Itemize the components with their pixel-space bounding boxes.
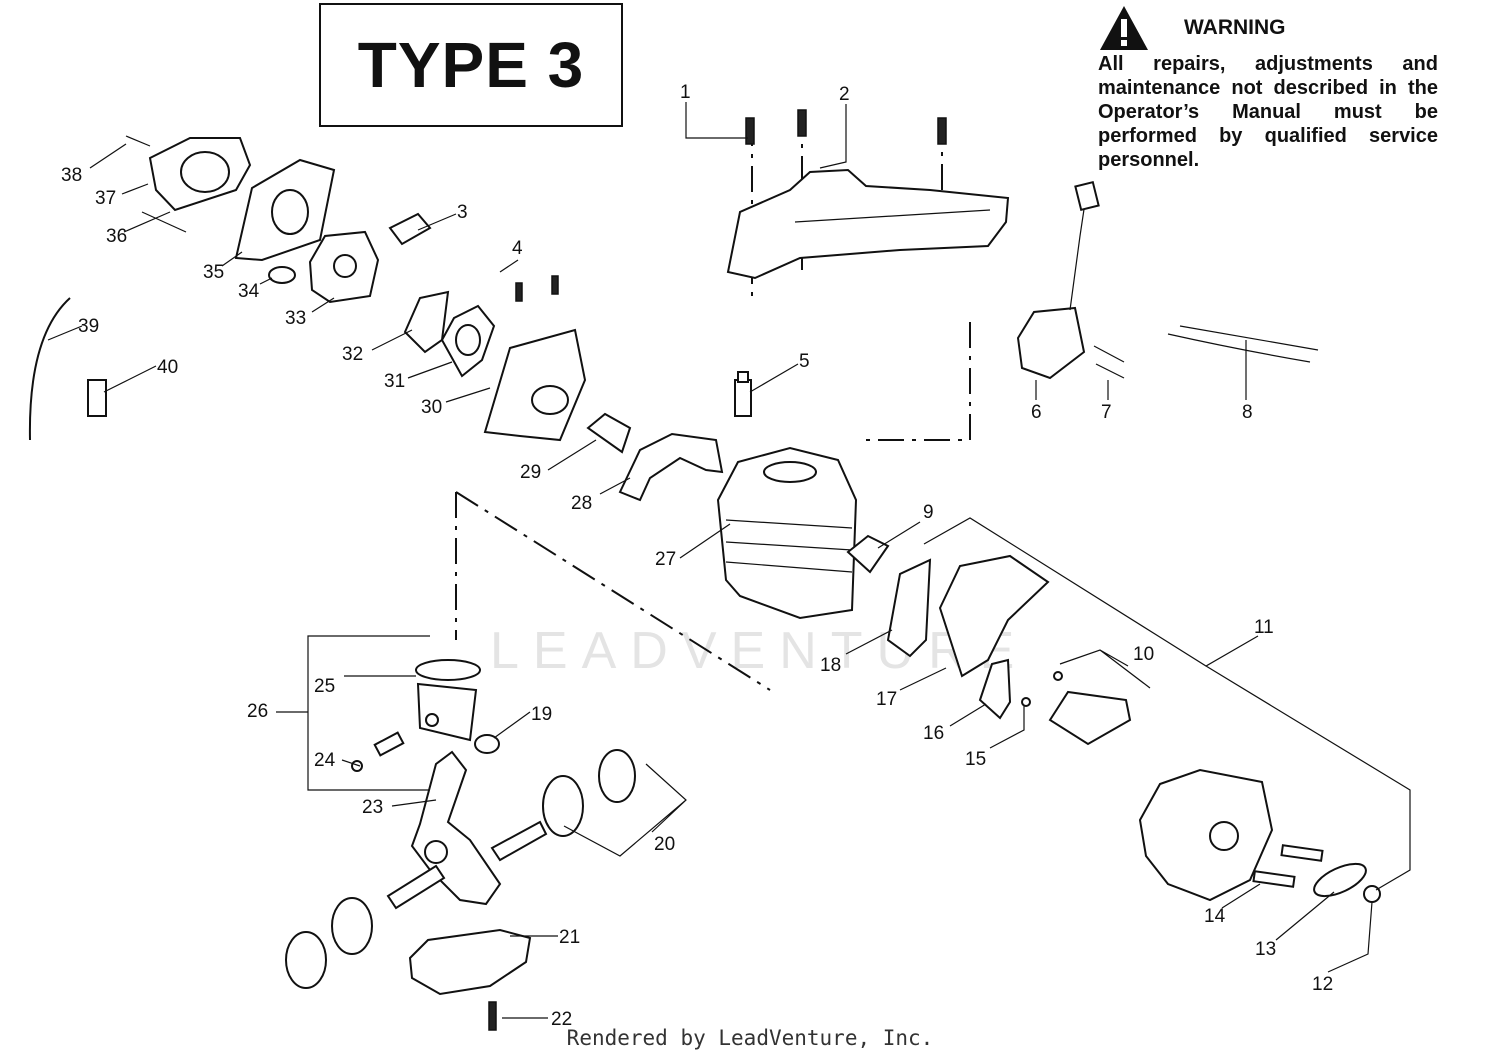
callout-16: 16 [923,723,944,744]
callout-11: 11 [1254,617,1274,638]
fuel-filter [87,379,107,417]
bolt-14 [1252,870,1296,888]
fuel-line [28,297,71,441]
screw-22 [488,1001,497,1031]
callout-26: 26 [247,701,268,722]
callout-7: 7 [1101,402,1112,423]
air-filter-cover [148,137,252,212]
callout-28: 28 [571,493,592,514]
callout-37: 37 [95,188,116,209]
warning-header: WARNING [1098,4,1438,52]
part-10 [1048,690,1132,746]
part-28 [618,432,724,502]
callout-21: 21 [559,927,580,948]
piston-pin [373,731,405,757]
callout-17: 17 [876,689,897,710]
plate-13 [1313,862,1367,898]
bearing-lower-a [331,897,373,955]
callout-34: 34 [238,281,260,302]
muffler [1138,768,1274,902]
callout-19: 19 [531,704,552,725]
callout-31: 31 [384,371,405,392]
callout-12: 12 [1312,974,1333,995]
carb-part-3 [388,212,432,246]
wire-8 [1167,333,1311,363]
callout-15: 15 [965,749,986,770]
intake-29 [586,412,632,454]
callout-39: 39 [78,316,99,337]
warning-notice: WARNING All repairs, adjustments and mai… [1098,4,1438,172]
piston [415,659,481,742]
carb-part-34 [268,266,296,284]
callout-22: 22 [551,1009,572,1030]
cylinder [716,446,858,620]
air-filter [234,158,336,262]
ignition-module [1016,180,1100,380]
callout-9: 9 [923,502,934,523]
gasket-32 [403,290,450,354]
type-label-box: TYPE 3 [319,3,623,127]
part-9 [846,534,890,574]
callout-3: 3 [457,202,468,223]
crankshaft [386,750,548,910]
callout-36: 36 [106,226,127,247]
footer-credit: Rendered by LeadVenture, Inc. [566,1026,934,1050]
callout-32: 32 [342,344,363,365]
carb-mount [483,328,587,442]
callout-18: 18 [820,655,841,676]
crankcase [408,928,532,996]
top-cover [726,168,1010,280]
bearing-20b [598,749,636,803]
bearing-20a [542,775,584,837]
callout-27: 27 [655,549,676,570]
part-16 [978,658,1012,720]
carburetor [308,230,380,304]
leader-lines [47,102,1411,1019]
spark-plug [734,371,752,417]
callout-20: 20 [654,834,675,855]
bearing-lower-b [285,931,327,989]
callout-35: 35 [203,262,224,283]
callout-13: 13 [1255,939,1276,960]
callout-4: 4 [512,238,523,259]
callout-25: 25 [314,676,335,697]
callout-numbers: 1 2 3 4 5 6 7 8 9 10 11 12 13 14 15 16 1… [61,82,1333,1030]
callout-8: 8 [1242,402,1253,423]
callout-10: 10 [1133,644,1154,665]
callout-2: 2 [839,84,850,105]
callout-5: 5 [799,351,810,372]
heat-shield [938,554,1050,678]
callout-40: 40 [157,357,178,378]
bearing-19 [474,734,500,754]
type-title: TYPE 3 [357,29,585,101]
callout-38: 38 [61,165,82,186]
callout-23: 23 [362,797,383,818]
callout-6: 6 [1031,402,1042,423]
callout-30: 30 [421,397,442,418]
warning-body: All repairs, adjustments and maintenance… [1098,53,1438,171]
callout-14: 14 [1204,906,1226,927]
cover-screws [745,109,947,145]
callout-24: 24 [314,750,336,771]
part-18 [886,558,932,658]
callout-29: 29 [520,462,541,483]
warning-triangle-icon [1100,6,1148,50]
callout-33: 33 [285,308,306,329]
warning-title: WARNING [1184,16,1286,39]
callout-1: 1 [680,82,691,103]
